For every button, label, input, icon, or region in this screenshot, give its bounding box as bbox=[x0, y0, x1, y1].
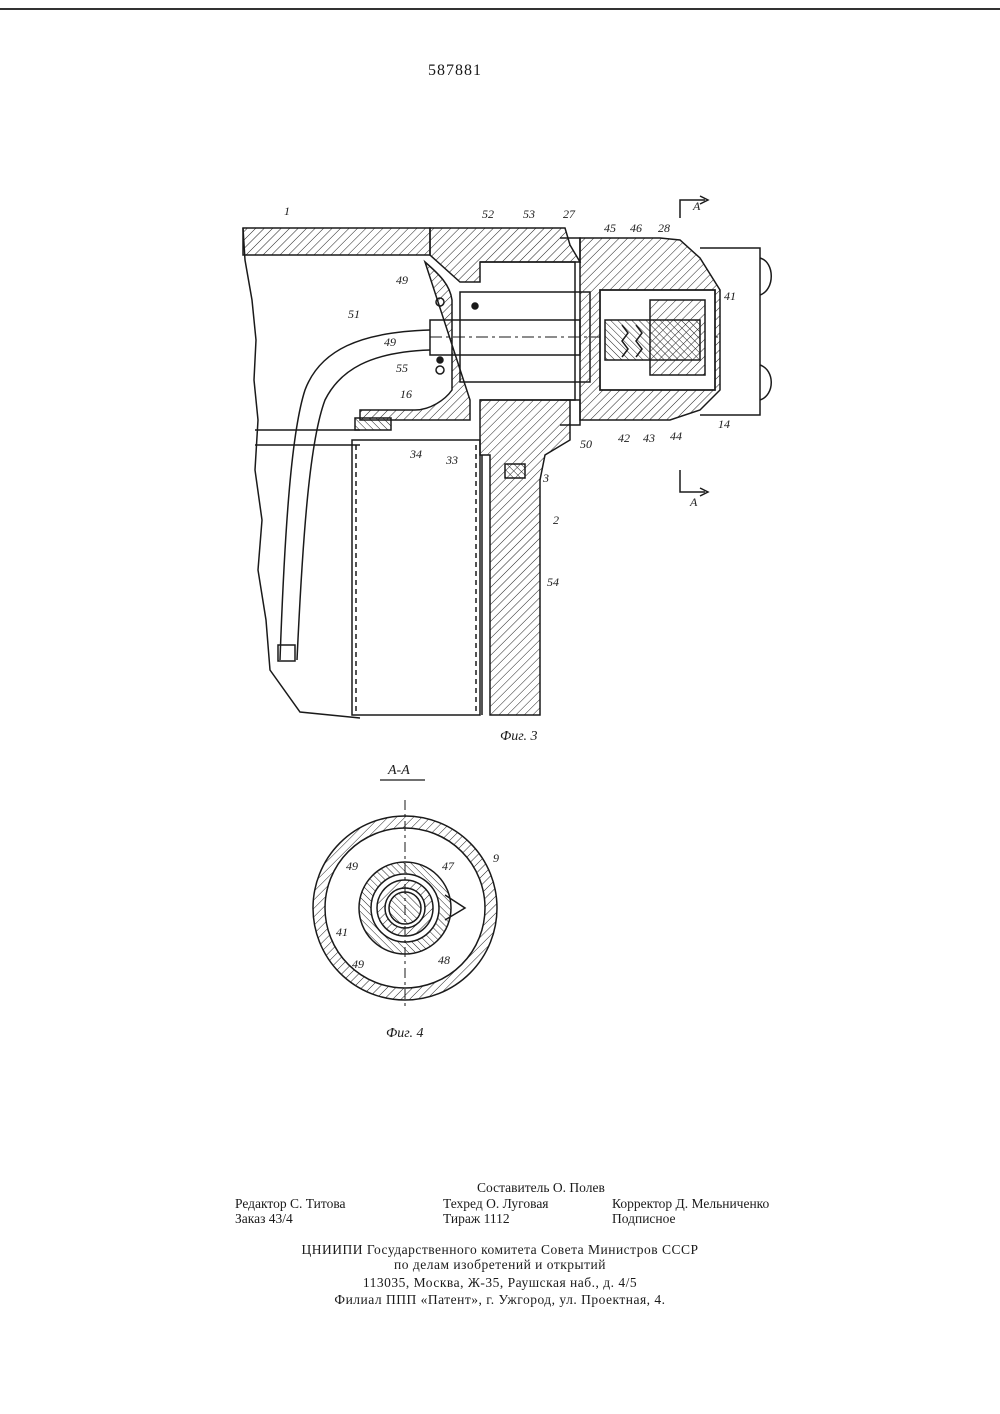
label-50: 50 bbox=[580, 437, 592, 451]
label-27: 27 bbox=[563, 207, 576, 221]
label-45: 45 bbox=[604, 221, 616, 235]
label-14: 14 bbox=[718, 417, 730, 431]
imprint-org-line2: по делам изобретений и открытий bbox=[0, 1257, 1000, 1273]
imprint-org-line4: Филиал ППП «Патент», г. Ужгород, ул. Про… bbox=[0, 1292, 1000, 1308]
label-44: 44 bbox=[670, 429, 682, 443]
label-46: 46 bbox=[630, 221, 642, 235]
imprint-org-line3: 113035, Москва, Ж-35, Раушская наб., д. … bbox=[0, 1275, 1000, 1291]
imprint-order: Заказ 43/4 bbox=[235, 1211, 293, 1227]
label-33: 33 bbox=[445, 453, 458, 467]
label-42: 42 bbox=[618, 431, 630, 445]
technical-drawing: 1 52 53 27 45 46 28 A 49 49 51 55 16 41 … bbox=[0, 0, 1000, 1100]
label-34: 34 bbox=[409, 447, 422, 461]
label-53: 53 bbox=[523, 207, 535, 221]
fig4-label-49b: 49 bbox=[352, 957, 364, 971]
imprint-compiler: Составитель О. Полев bbox=[477, 1180, 605, 1196]
label-A-bottom: A bbox=[689, 495, 698, 509]
fig3-drawing bbox=[243, 196, 771, 718]
label-52: 52 bbox=[482, 207, 494, 221]
label-55: 55 bbox=[396, 361, 408, 375]
imprint-corrector: Корректор Д. Мельниченко bbox=[612, 1196, 769, 1212]
fig4-label-47: 47 bbox=[442, 859, 455, 873]
fig4-drawing bbox=[313, 780, 497, 1010]
fig4-label-9: 9 bbox=[493, 851, 499, 865]
label-51: 51 bbox=[348, 307, 360, 321]
imprint-circulation: Тираж 1112 bbox=[443, 1211, 510, 1227]
fig4-label-48: 48 bbox=[438, 953, 450, 967]
label-54: 54 bbox=[547, 575, 559, 589]
label-28: 28 bbox=[658, 221, 670, 235]
fig4-label-49a: 49 bbox=[346, 859, 358, 873]
label-43: 43 bbox=[643, 431, 655, 445]
label-1: 1 bbox=[284, 204, 290, 218]
fig3-caption: Фиг. 3 bbox=[500, 729, 538, 744]
label-16: 16 bbox=[400, 387, 412, 401]
imprint-techred: Техред О. Луговая bbox=[443, 1196, 549, 1212]
fig4-label-41: 41 bbox=[336, 925, 348, 939]
imprint-editor: Редактор С. Титова bbox=[235, 1196, 346, 1212]
label-A-top: A bbox=[692, 199, 701, 213]
label-49a: 49 bbox=[396, 273, 408, 287]
label-2: 2 bbox=[553, 513, 559, 527]
label-3: 3 bbox=[542, 471, 549, 485]
imprint-subscription: Подписное bbox=[612, 1211, 676, 1227]
label-41: 41 bbox=[724, 289, 736, 303]
label-49b: 49 bbox=[384, 335, 396, 349]
fig4-section-title: A-A bbox=[387, 763, 410, 778]
imprint-org-line1: ЦНИИПИ Государственного комитета Совета … bbox=[0, 1242, 1000, 1258]
fig4-caption: Фиг. 4 bbox=[386, 1026, 424, 1041]
